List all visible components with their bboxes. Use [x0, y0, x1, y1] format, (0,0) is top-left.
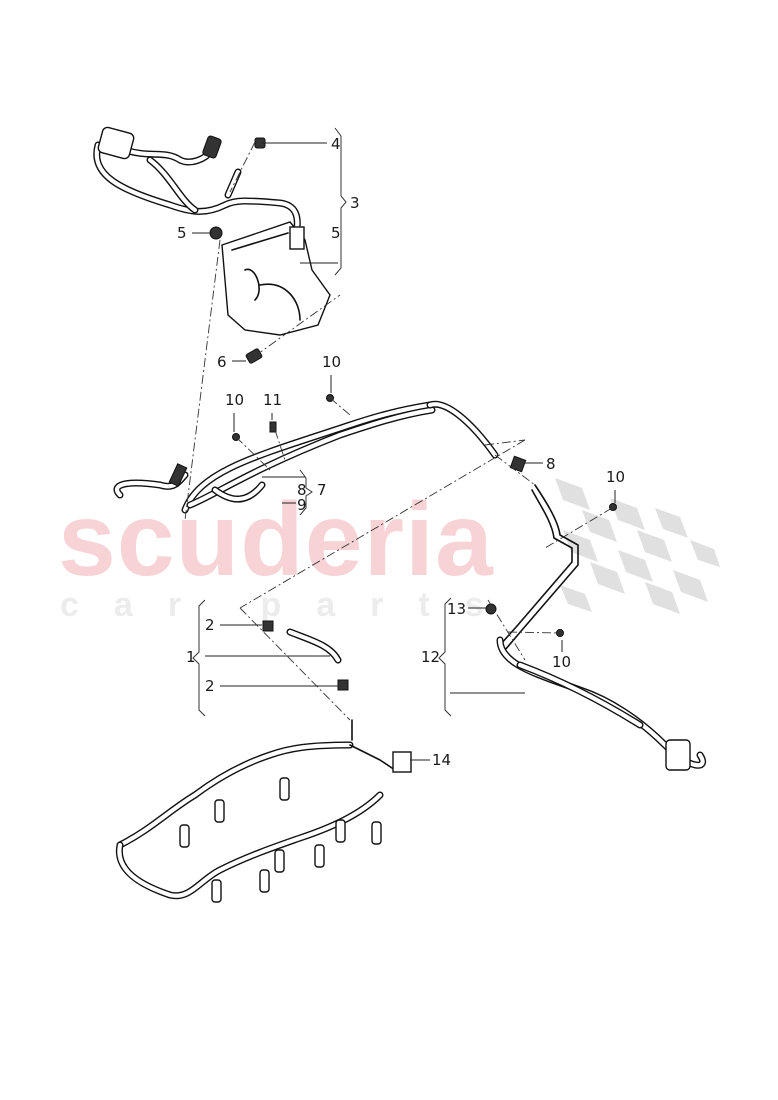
watermark-scuderia: scuderia	[58, 482, 494, 598]
callout-11: 11	[263, 391, 283, 409]
callout-8: 8	[297, 481, 307, 499]
callout-5: 5	[331, 224, 341, 242]
callout-6: 6	[217, 353, 227, 371]
callout-10: 10	[225, 391, 245, 409]
callout-13: 13	[447, 600, 467, 618]
callout-10: 10	[552, 653, 572, 671]
checkered-flag-icon	[555, 478, 720, 614]
callout-10: 10	[606, 468, 626, 486]
callout-8: 8	[546, 455, 556, 473]
callout-14: 14	[432, 751, 452, 769]
assembly-12-fuel-line	[485, 484, 706, 771]
leader-lines	[192, 142, 616, 761]
callout-10: 10	[322, 353, 342, 371]
callout-1: 1	[186, 648, 196, 666]
callout-7: 7	[317, 481, 327, 499]
callout-5: 5	[177, 224, 187, 242]
assembly-3-activated-charcoal-canister	[93, 126, 331, 364]
group-braces	[192, 127, 452, 717]
callout-3: 3	[350, 194, 360, 212]
watermark-car-parts: car parts	[60, 586, 519, 624]
callout-9: 9	[297, 496, 307, 514]
callout-2: 2	[205, 677, 215, 695]
assembly-1-hose	[262, 620, 349, 691]
callout-12: 12	[421, 648, 441, 666]
callout-4: 4	[331, 135, 341, 153]
connection-lines	[184, 141, 613, 721]
callout-2: 2	[205, 616, 215, 634]
assembly-14-fuel-rail-with-injectors	[115, 719, 412, 903]
